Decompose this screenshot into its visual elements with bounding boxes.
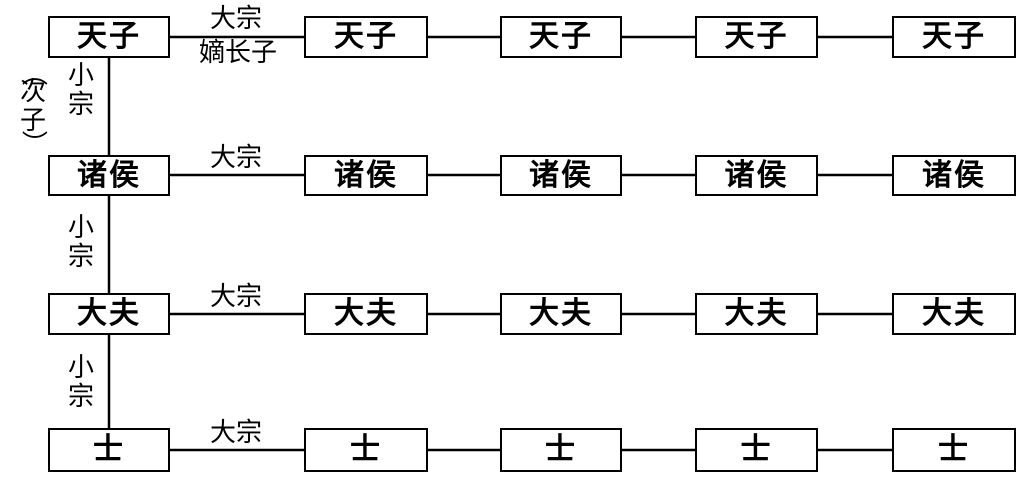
- box-r1-c1: 诸侯: [304, 155, 428, 196]
- vlink-note-0: 次子: [19, 77, 46, 136]
- vlink-label-2: 小宗: [67, 353, 94, 412]
- box-r3-c0: 士: [48, 428, 170, 472]
- box-r0-c0: 天子: [48, 16, 170, 58]
- link-label-r3-top: 大宗: [209, 418, 262, 448]
- box-r3-c3: 士: [695, 428, 818, 472]
- box-r0-c4: 天子: [892, 16, 1016, 58]
- link-label-r0-bottom: 嫡长子: [198, 38, 277, 68]
- link-label-r1-top: 大宗: [209, 143, 262, 173]
- vlink-label-0: 小宗: [67, 61, 94, 120]
- box-r0-c3: 天子: [695, 16, 818, 58]
- note-paren-close: ）: [18, 129, 48, 156]
- box-r1-c3: 诸侯: [695, 155, 818, 196]
- box-r2-c0: 大夫: [48, 293, 170, 335]
- box-r2-c1: 大夫: [304, 293, 428, 335]
- box-r2-c3: 大夫: [695, 293, 818, 335]
- box-r2-c4: 大夫: [892, 293, 1016, 335]
- box-r1-c0: 诸侯: [48, 155, 170, 196]
- link-label-r2-top: 大宗: [209, 282, 262, 312]
- box-r1-c4: 诸侯: [892, 155, 1016, 196]
- link-label-r0-top: 大宗: [209, 4, 262, 34]
- box-r3-c2: 士: [500, 428, 622, 472]
- box-r0-c2: 天子: [500, 16, 622, 58]
- box-r0-c1: 天子: [304, 16, 428, 58]
- box-r1-c2: 诸侯: [500, 155, 622, 196]
- box-r2-c2: 大夫: [500, 293, 622, 335]
- box-r3-c1: 士: [304, 428, 428, 472]
- vlink-label-1: 小宗: [67, 213, 94, 272]
- box-r3-c4: 士: [892, 428, 1016, 472]
